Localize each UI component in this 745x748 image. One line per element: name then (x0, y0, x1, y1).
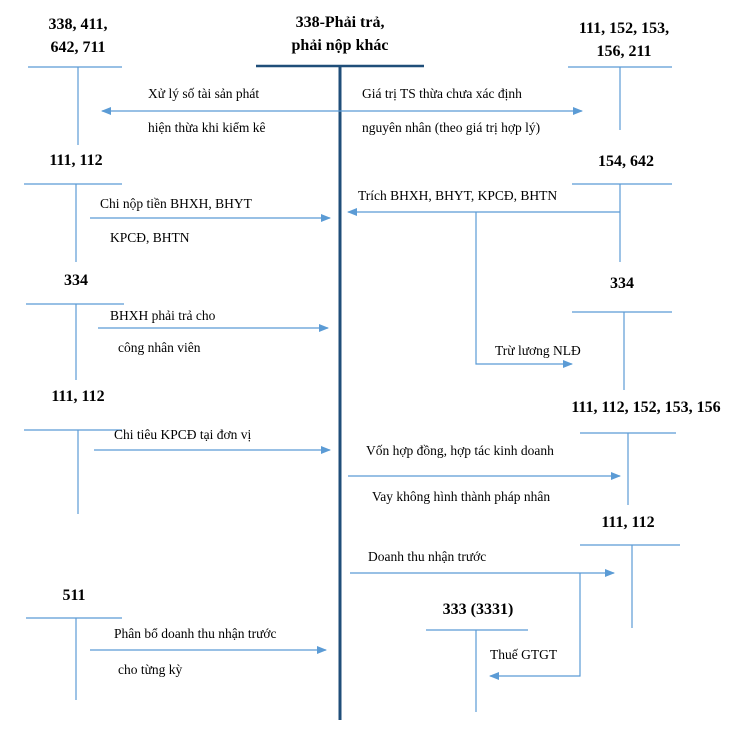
account-tl: 338, 411, 642, 711 (28, 16, 122, 145)
account-l4: 111, 112 (24, 388, 122, 514)
account-r4-label: 111, 112, 152, 153, 156 (571, 399, 720, 416)
label-payable-line1: BHXH phải trả cho (110, 308, 216, 323)
label-deduct: Trừ lương NLĐ (495, 343, 581, 358)
label-alloc-line2: cho từng kỳ (118, 662, 183, 677)
account-r6: 333 (3331) (426, 601, 528, 712)
account-l3-label: 334 (64, 272, 88, 289)
account-r3: 334 (572, 275, 672, 390)
label-pay-line2: KPCĐ, BHTN (110, 230, 190, 245)
account-r2: 154, 642 (572, 153, 672, 262)
account-l6: 511 (26, 587, 122, 700)
account-l2-label: 111, 112 (49, 152, 102, 169)
center-account-338: 338-Phải trả, phải nộp khác (256, 14, 424, 720)
account-l6-label: 511 (62, 587, 85, 604)
center-title-line1: 338-Phải trả, (296, 14, 385, 31)
label-spend: Chi tiêu KPCĐ tại đơn vị (114, 427, 252, 442)
account-tr: 111, 152, 153, 156, 211 (568, 20, 672, 130)
label-accrue: Trích BHXH, BHYT, KPCĐ, BHTN (358, 188, 557, 203)
account-r3-label: 334 (610, 275, 634, 292)
center-title-line2: phải nộp khác (292, 37, 389, 54)
account-tl-line2: 642, 711 (50, 39, 105, 56)
label-advance: Doanh thu nhận trước (368, 549, 486, 564)
label-unknown-line1: Giá trị TS thừa chưa xác định (362, 86, 522, 101)
account-tr-line1: 111, 152, 153, (579, 20, 669, 37)
label-alloc-line1: Phân bổ doanh thu nhận trước (114, 626, 277, 641)
label-vat: Thuế GTGT (490, 647, 558, 662)
account-tl-line1: 338, 411, (48, 16, 107, 33)
account-r2-label: 154, 642 (598, 153, 654, 170)
account-r6-label: 333 (3331) (443, 601, 514, 618)
account-r5-label: 111, 112 (601, 514, 654, 531)
account-r5: 111, 112 (580, 514, 680, 628)
account-l4-label: 111, 112 (51, 388, 104, 405)
account-l2: 111, 112 (24, 152, 122, 262)
label-contract: Vốn hợp đồng, hợp tác kinh doanh (366, 443, 554, 458)
account-r4: 111, 112, 152, 153, 156 (571, 399, 721, 505)
account-l3: 334 (26, 272, 124, 380)
label-pay-line1: Chi nộp tiền BHXH, BHYT (100, 196, 253, 211)
label-payable-line2: công nhân viên (118, 340, 201, 355)
label-surplus-line1: Xử lý số tài sản phát (148, 86, 259, 101)
arrow-vat (489, 573, 581, 680)
label-surplus-line2: hiện thừa khi kiểm kê (148, 120, 266, 135)
arrow-deduct-salary (475, 212, 573, 368)
account-tr-line2: 156, 211 (596, 43, 651, 60)
label-loan: Vay không hình thành pháp nhân (372, 489, 550, 504)
label-unknown-line2: nguyên nhân (theo giá trị hợp lý) (362, 120, 540, 135)
